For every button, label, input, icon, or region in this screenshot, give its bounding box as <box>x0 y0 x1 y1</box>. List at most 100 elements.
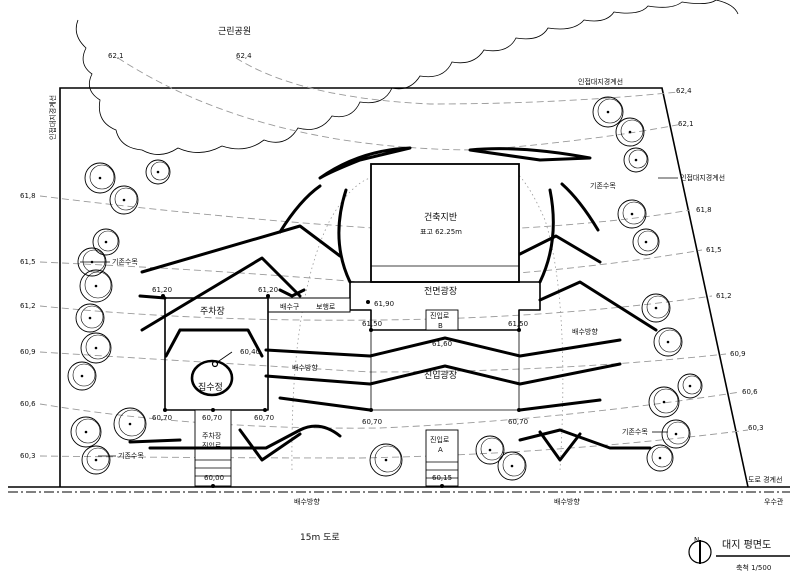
catch-basin-leader <box>215 351 233 364</box>
contour-label-right-624: 62,4 <box>676 87 692 95</box>
tree-canopy-inner <box>72 363 96 387</box>
contour-label-right-603: 60,3 <box>748 424 764 432</box>
parking-entrance-steps <box>195 459 231 477</box>
existing-trees-label-left: 기존수목 <box>112 257 138 266</box>
existing-trees-label-right-top: 기존수목 <box>590 181 616 190</box>
elev-6040: 60,40 <box>240 348 260 356</box>
tree-trunk <box>606 110 610 114</box>
elev-6150-a: 61,50 <box>362 320 382 328</box>
building-base-label: 건축지반 <box>424 212 457 223</box>
drain-dir-label-bottom-left: 배수방향 <box>294 497 320 506</box>
entrance-b-letter: B <box>438 322 443 330</box>
elevation-points <box>161 294 521 488</box>
entry-plaza-label: 진입광장 <box>424 369 457 381</box>
tree-trunk <box>628 130 632 134</box>
tree-trunk <box>488 448 492 452</box>
tree-canopy-inner <box>622 201 646 225</box>
tree-trunk <box>128 422 132 426</box>
catch-basin-label: 집수정 <box>198 381 223 393</box>
tree-trunk <box>688 384 692 388</box>
tree-canopy <box>79 269 113 303</box>
contour-label-right-615: 61,5 <box>706 246 722 254</box>
elev-6070-a: 60,70 <box>152 414 172 422</box>
tree-trunk <box>80 374 84 378</box>
elev-6015: 60,15 <box>432 474 452 482</box>
contour-603 <box>39 429 749 459</box>
tree-canopy-inner <box>597 98 623 124</box>
tree-canopy <box>497 451 527 481</box>
tree-trunk <box>510 464 514 468</box>
dotted-arc-left <box>291 177 371 471</box>
entry-plaza-outline <box>370 330 520 411</box>
building-elev-label: 표고 62.25m <box>420 228 462 236</box>
contour-621 <box>117 57 683 151</box>
elev-6070-d: 60,70 <box>362 418 382 426</box>
tree-trunk <box>630 212 634 216</box>
tree-canopy-inner <box>84 271 112 299</box>
contour-label-left-609: 60,9 <box>20 348 36 356</box>
north-label: N <box>694 536 699 544</box>
catch-basin-point <box>211 360 219 368</box>
tree-canopy-inner <box>80 305 104 329</box>
parking-label: 주차장 <box>200 305 225 317</box>
tree-trunk <box>122 198 126 202</box>
tree-canopy-inner <box>480 437 504 461</box>
tree-canopy-inner <box>666 421 690 445</box>
elev-6190: 61,90 <box>374 300 394 308</box>
existing-trees <box>67 96 703 481</box>
contour-624 <box>235 57 679 105</box>
tree-canopy-inner <box>620 119 644 143</box>
park-label: 근린공원 <box>218 26 251 37</box>
parking-entrance-label-2: 진입로 <box>202 441 222 450</box>
entrance-a-steps <box>426 461 458 479</box>
tree-trunk <box>384 458 388 462</box>
elev-6160: 61,60 <box>432 340 452 348</box>
tree-canopy <box>369 443 403 477</box>
tree-canopy <box>70 416 102 448</box>
contour-label-right-618: 61,8 <box>696 206 712 214</box>
building-base <box>370 163 520 283</box>
tree-canopy-inner <box>75 418 101 444</box>
tree-trunk <box>654 306 658 310</box>
tree-canopy <box>641 293 671 323</box>
front-plaza-label: 전면광장 <box>424 285 457 297</box>
slope-lines <box>128 146 658 462</box>
contour-label-left-606: 60,6 <box>20 400 36 408</box>
entrance-b-label: 진입로 <box>430 311 450 320</box>
tree-canopy <box>92 228 120 256</box>
entrance-b-box <box>425 309 459 331</box>
park-cloud-outline <box>75 0 739 155</box>
contour-606 <box>39 391 741 429</box>
tree-trunk <box>658 456 662 460</box>
existing-trees-label-left-bottom: 기존수목 <box>118 451 144 460</box>
tree-canopy <box>145 159 171 185</box>
tree-canopy <box>67 361 97 391</box>
contour-label-right-609: 60,9 <box>730 350 746 358</box>
tree-canopy <box>646 444 674 472</box>
tree-canopy-inner <box>502 453 526 477</box>
contour-label-right-606: 60,6 <box>742 388 758 396</box>
tree-trunk <box>94 346 98 350</box>
elev-6150-b: 61,50 <box>508 320 528 328</box>
tree-trunk <box>84 430 88 434</box>
adjacent-boundary-label-top: 인접대지경계선 <box>578 77 623 86</box>
tree-canopy-inner <box>82 249 106 273</box>
tree-trunk <box>644 240 648 244</box>
entrance-a-label: 진입로 <box>430 435 450 444</box>
adjacent-boundary-label-left: 인접대지경계선 <box>48 95 57 140</box>
tree-canopy-inner <box>374 445 402 473</box>
elev-6070-b: 60,70 <box>202 414 222 422</box>
contour-609 <box>39 351 727 373</box>
tree-canopy-inner <box>118 409 146 437</box>
tree-canopy <box>623 147 649 173</box>
tree-canopy-inner <box>651 446 673 468</box>
tree-trunk <box>666 340 670 344</box>
tree-canopy-inner <box>86 447 110 471</box>
tree-trunk <box>88 316 92 320</box>
parking-inner <box>164 328 264 358</box>
tree-canopy-inner <box>114 187 138 211</box>
contour-label-right-621: 62,1 <box>678 120 694 128</box>
tree-canopy <box>592 96 624 128</box>
drain-dir-label-center: 배수방향 <box>292 363 318 372</box>
contour-label-top-621: 62,1 <box>108 52 124 60</box>
